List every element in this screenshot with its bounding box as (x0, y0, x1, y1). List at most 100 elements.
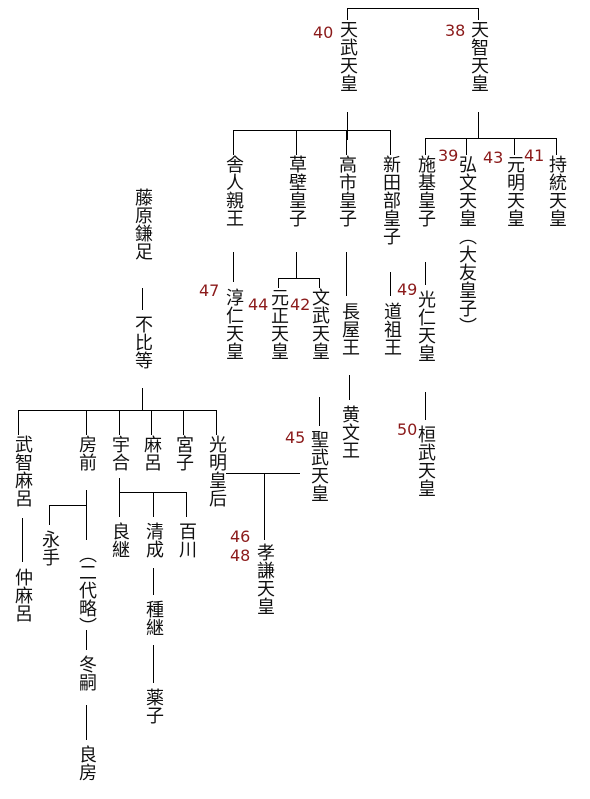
connector-line (319, 278, 320, 288)
connector-line (18, 410, 19, 435)
connector-line (151, 410, 152, 435)
person-momokawa: 百川 (176, 522, 197, 558)
connector-line (296, 130, 297, 155)
connector-line (216, 410, 217, 435)
person-yoshifusa: 良房 (76, 745, 97, 781)
person-jito-tenno: 持統天皇 (546, 155, 567, 227)
person-two-generations-omitted: （二代略） (76, 545, 97, 635)
person-konin-tenno: 光仁天皇 (415, 290, 436, 362)
connector-line (142, 288, 143, 310)
connector-line (346, 130, 390, 131)
connector-line (346, 130, 347, 155)
connector-line (119, 478, 120, 517)
person-tenji-tenno: 天智天皇 (468, 20, 489, 92)
person-tanetsugu: 種継 (143, 600, 164, 636)
connector-line (233, 130, 346, 131)
person-kibumi-o: 黄文王 (339, 405, 360, 459)
connector-line (86, 705, 87, 740)
connector-line (119, 492, 186, 493)
connector-line (226, 473, 300, 474)
connector-line (425, 392, 426, 420)
connector-line (390, 130, 391, 155)
connector-line (142, 388, 143, 410)
person-koken-tenno: 孝謙天皇 (254, 543, 275, 615)
reign-number-jito: 41 (524, 146, 545, 165)
connector-line (233, 130, 234, 155)
connector-line (425, 262, 426, 285)
reign-number-koken: 46 48 (230, 527, 251, 565)
connector-line (119, 410, 120, 435)
connector-line (153, 492, 154, 517)
connector-line (478, 8, 479, 20)
connector-line (278, 278, 319, 279)
connector-line (556, 138, 557, 155)
connector-line (478, 112, 479, 138)
connector-line (319, 397, 320, 426)
person-fuhito: 不比等 (132, 315, 153, 369)
connector-line (86, 490, 87, 540)
connector-line (183, 410, 184, 435)
person-junnin-tenno: 淳仁天皇 (223, 288, 244, 360)
reign-number-tenmu: 40 (313, 23, 334, 42)
person-toneri-shinno: 舎人親王 (223, 155, 244, 227)
connector-line (347, 8, 348, 20)
reign-number-shomu: 45 (285, 428, 306, 447)
person-kusakabe-no-miko: 草壁皇子 (286, 155, 307, 227)
person-niitabe-no-miko: 新田部皇子 (380, 155, 401, 245)
person-nagaya-o: 長屋王 (339, 302, 360, 356)
reign-number-gensho: 44 (248, 295, 269, 314)
connector-line (347, 8, 478, 9)
person-shomu-tenno: 聖武天皇 (308, 430, 329, 502)
connector-line (264, 473, 265, 540)
connector-line (49, 505, 86, 506)
connector-line (18, 410, 216, 411)
reign-number-konin: 49 (397, 280, 418, 299)
reign-number-kanmu: 50 (397, 420, 418, 439)
person-fujiwara-kamatari: 藤原鎌足 (132, 188, 153, 260)
connector-line (466, 138, 467, 155)
connector-line (49, 505, 50, 525)
person-komyo-kogo: 光明皇后 (206, 435, 227, 507)
connector-line (22, 518, 23, 562)
reign-number-junnin: 47 (199, 281, 220, 300)
connector-line (425, 138, 426, 155)
connector-line (86, 630, 87, 650)
person-fuyutsugu: 冬嗣 (76, 655, 97, 691)
reign-number-genmei: 43 (483, 148, 504, 167)
person-maro: 麻呂 (141, 435, 162, 471)
person-shiki-no-miko: 施基皇子 (415, 155, 436, 227)
person-nagate: 永手 (39, 530, 60, 566)
reign-number-tenji: 38 (445, 21, 466, 40)
connector-line (390, 272, 391, 296)
connector-line (346, 252, 347, 296)
connector-line (278, 278, 279, 288)
person-gensho-tenno: 元正天皇 (268, 288, 289, 360)
connector-line (349, 375, 350, 400)
connector-line (296, 252, 297, 278)
person-kobun-tenno: 弘文天皇（大友皇子） (456, 155, 477, 335)
person-kiyonari: 清成 (143, 522, 164, 558)
connector-line (153, 645, 154, 683)
person-yoshitsugu: 良継 (109, 522, 130, 558)
reign-number-kobun: 39 (438, 146, 459, 165)
person-monmu-tenno: 文武天皇 (309, 288, 330, 360)
person-muchimaro: 武智麻呂 (12, 435, 33, 507)
person-nakamaro: 仲麻呂 (12, 568, 33, 622)
person-umakai: 宇合 (109, 435, 130, 471)
person-takechi-no-miko: 高市皇子 (336, 155, 357, 227)
connector-line (186, 492, 187, 517)
connector-line (347, 112, 348, 140)
connector-line (153, 568, 154, 595)
person-kusuko: 薬子 (143, 688, 164, 724)
person-tenmu-tenno: 天武天皇 (337, 20, 358, 92)
person-kanmu-tenno: 桓武天皇 (415, 425, 436, 497)
person-fusasaki: 房前 (76, 435, 97, 471)
person-genmei-tenno: 元明天皇 (504, 155, 525, 227)
connector-line (233, 252, 234, 282)
connector-line (514, 138, 515, 155)
connector-line (425, 138, 556, 139)
connector-line (86, 410, 87, 435)
person-funado-o: 道祖王 (381, 302, 402, 356)
person-miyako: 宮子 (173, 435, 194, 471)
